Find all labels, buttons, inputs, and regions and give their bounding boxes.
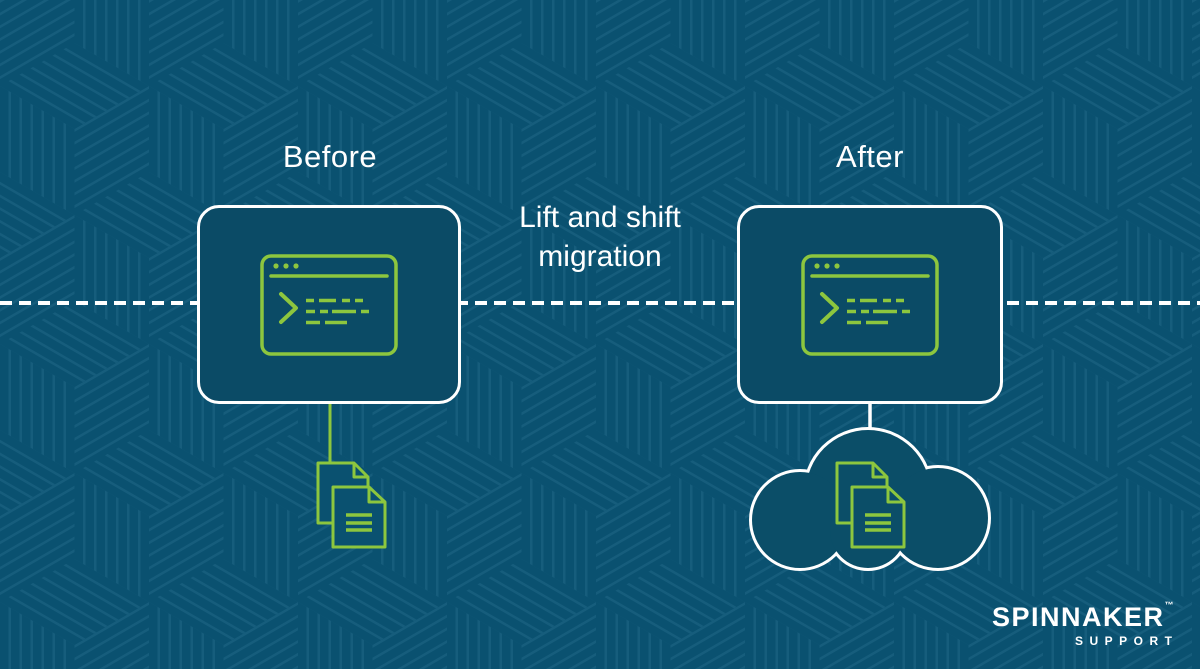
before-label: Before (282, 139, 378, 174)
terminal-window-icon (260, 253, 398, 356)
dashed-migration-path-line (0, 301, 1200, 305)
migration-caption: Lift and shift migration (450, 198, 750, 276)
migration-caption-line1: Lift and shift (519, 201, 681, 234)
logo-subbrand-text: SUPPORT (1074, 634, 1179, 648)
spinnaker-support-logo: SPINNAKER™ SUPPORT (991, 600, 1174, 648)
migration-caption-line2: migration (538, 240, 662, 273)
before-panel (197, 205, 461, 404)
trademark-symbol: ™ (1164, 600, 1174, 610)
after-label: After (836, 139, 904, 174)
logo-brand-text: SPINNAKER™ (991, 600, 1174, 632)
terminal-window-icon (801, 253, 939, 356)
after-panel (737, 205, 1003, 404)
